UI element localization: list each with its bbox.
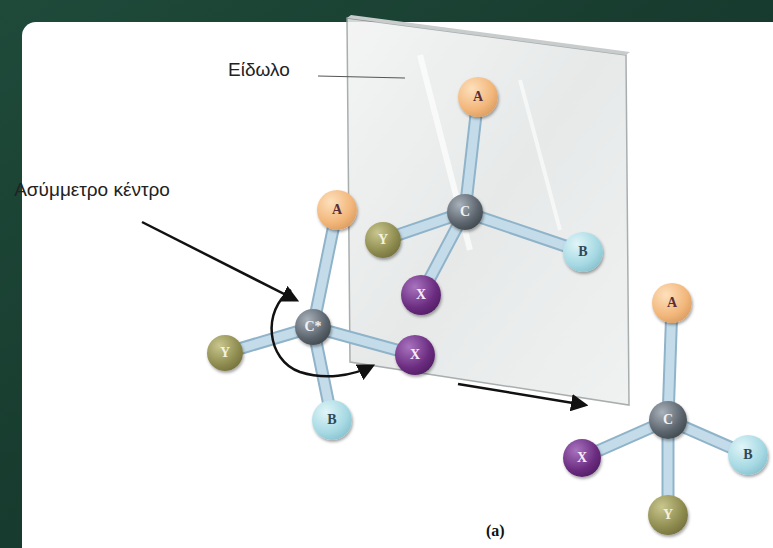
bond-group bbox=[598, 427, 653, 451]
bond-outline bbox=[669, 321, 672, 403]
atom-letter: X bbox=[410, 348, 420, 362]
atom-letter: C bbox=[460, 205, 470, 219]
atom-letter: B bbox=[578, 245, 587, 259]
bond-stick bbox=[684, 427, 732, 448]
atom-ball: X bbox=[401, 275, 441, 315]
bond-outline bbox=[429, 226, 457, 279]
bond-group bbox=[467, 115, 476, 196]
atom-letter: A bbox=[473, 90, 483, 104]
bond-stick bbox=[240, 332, 297, 349]
atom-ball: B bbox=[312, 400, 352, 440]
bond-group bbox=[398, 217, 450, 235]
bond-stick bbox=[480, 217, 566, 246]
bond-group bbox=[429, 226, 457, 279]
mirror-edge bbox=[347, 15, 630, 55]
callout-label: Είδωλο bbox=[228, 58, 328, 82]
bond-outline bbox=[467, 115, 476, 196]
bond-outline bbox=[240, 332, 297, 349]
bond-stick bbox=[316, 343, 328, 403]
atom-letter: X bbox=[577, 451, 587, 465]
bond-group bbox=[328, 331, 397, 350]
bond-group bbox=[480, 217, 566, 246]
bond-outline bbox=[398, 217, 450, 235]
bond-group bbox=[684, 427, 732, 448]
bond-outline bbox=[316, 228, 333, 312]
bond-stick bbox=[664, 437, 673, 497]
atom-letter: C bbox=[663, 413, 673, 427]
transform-arrow bbox=[458, 384, 585, 405]
atom-letter: B bbox=[327, 413, 336, 427]
atom-ball: X bbox=[563, 439, 601, 477]
figure-caption: (a) bbox=[486, 522, 505, 540]
atom-ball: Y bbox=[648, 495, 688, 535]
bond-stick bbox=[328, 331, 397, 350]
atom-letter: C* bbox=[304, 320, 321, 334]
mirror-glint bbox=[520, 80, 560, 230]
bond-outline bbox=[598, 427, 653, 451]
bond-outline bbox=[480, 217, 566, 246]
atom-ball: C* bbox=[295, 309, 331, 345]
atom-letter: B bbox=[743, 448, 752, 462]
bond-group bbox=[668, 437, 669, 497]
atom-ball: B bbox=[728, 435, 768, 475]
bond-outline bbox=[662, 437, 675, 497]
bond-group bbox=[316, 228, 333, 312]
atom-letter: X bbox=[416, 288, 426, 302]
atom-ball: A bbox=[652, 283, 692, 323]
atom-ball: Y bbox=[365, 222, 401, 258]
bond-outline bbox=[316, 343, 328, 403]
bond-stick bbox=[467, 115, 476, 196]
bond-stick bbox=[398, 217, 450, 235]
bond-stick bbox=[598, 427, 653, 451]
rotation-arrow bbox=[272, 290, 372, 376]
atom-ball: X bbox=[395, 335, 435, 375]
atom-ball: B bbox=[563, 232, 603, 272]
atom-letter: Y bbox=[220, 346, 230, 360]
pointer-arrow bbox=[142, 222, 296, 300]
atom-letter: A bbox=[332, 203, 342, 217]
bond-outline bbox=[328, 331, 397, 350]
leader-line bbox=[318, 76, 405, 78]
atom-ball: C bbox=[649, 401, 687, 439]
bond-stick bbox=[669, 321, 672, 403]
bond-stick bbox=[316, 228, 333, 312]
atom-letter: Y bbox=[663, 508, 673, 522]
atom-ball: C bbox=[447, 194, 483, 230]
bond-outline bbox=[684, 427, 732, 448]
bond-group bbox=[316, 343, 328, 403]
bond-group bbox=[240, 332, 297, 349]
atom-ball: A bbox=[458, 77, 498, 117]
atom-letter: A bbox=[667, 296, 677, 310]
bond-stick bbox=[429, 226, 457, 279]
atom-letter: Y bbox=[378, 233, 388, 247]
bond-group bbox=[669, 321, 672, 403]
callout-label: Ασύμμετρο κέντρο bbox=[12, 178, 172, 202]
atom-ball: A bbox=[317, 190, 357, 230]
atom-ball: Y bbox=[207, 335, 243, 371]
